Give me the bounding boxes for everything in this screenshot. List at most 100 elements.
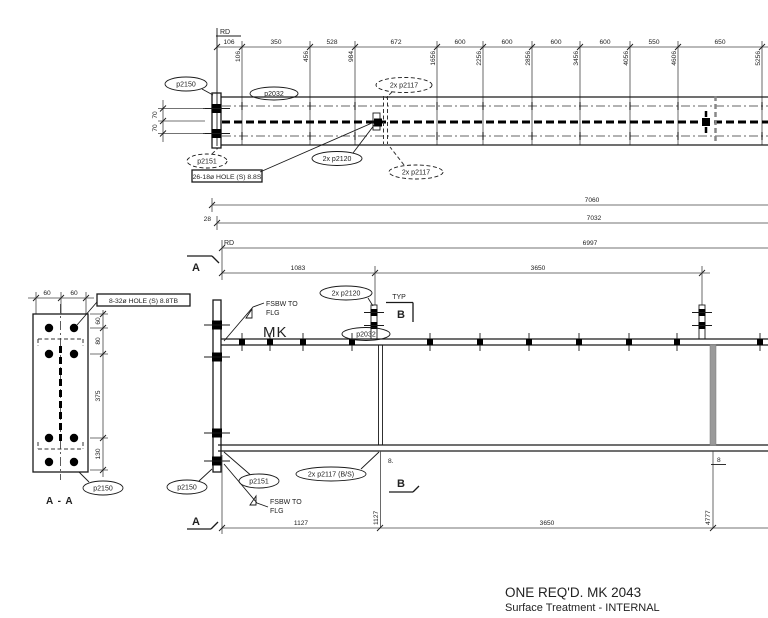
aa-dim-375: 375 [95,390,102,401]
plan-end-plate: 70 70 [152,92,230,149]
elev-stiffener-left [378,345,383,528]
aa-dim-80: 80 [95,337,102,345]
svg-text:FLG: FLG [270,508,284,515]
svg-text:A: A [192,262,200,274]
section-marker-b-bottom: B [389,478,420,493]
aa-hidden-beam [37,338,84,450]
aa-dim-60b: 60 [70,290,78,297]
elev-thickness-8-right: 8 [717,457,721,464]
elev-dim-7032: 7032 [587,215,602,222]
elev-cum-4777: 4777 [705,510,712,525]
aa-dim-60: 60 [95,317,102,325]
plan-seg-dim: 550 [648,39,659,46]
elev-dim-7060: 7060 [585,197,600,204]
aa-side-dims: 60 80 375 130 [90,310,108,477]
aa-dim-60a: 60 [43,290,51,297]
svg-text:8-32ø HOLE (S) 8.8TB: 8-32ø HOLE (S) 8.8TB [109,298,179,305]
elev-stiffener-right: 8 [709,344,726,528]
plan-seg-dim: 672 [390,39,401,46]
plan-dim-70b: 70 [152,124,159,132]
svg-text:p2151: p2151 [249,479,269,486]
elev-thickness-8-left: 8. [388,458,394,465]
weld-note-bottom: FSBW TO FLG [223,463,302,515]
section-marker-b-top: TYP B [386,294,414,322]
plan-cum-dim: 2256 [476,51,483,66]
label-hole-note-aa: 8-32ø HOLE (S) 8.8TB [76,293,191,326]
plan-seg-dim: 528 [326,39,337,46]
plan-cum-dim: 106 [235,51,242,62]
elev-flange-bolts [239,333,763,351]
plan-seg-dim: 600 [599,39,610,46]
plan-cum-dim: 3456 [573,51,580,66]
label-hole-note-plan: 26-18ø HOLE (S) 8.8S [191,122,373,183]
section-aa-view: 60 60 8-32ø HOLE (S) 8.8TB [28,290,191,507]
svg-text:2x p2120: 2x p2120 [323,156,352,163]
elev-dim-3650-top: 3650 [531,265,546,272]
label-p2150-plan: p2150 [164,76,214,96]
plan-cum-dim: 456 [303,51,310,62]
svg-text:B: B [397,309,405,321]
svg-text:2x p2117: 2x p2117 [402,170,430,177]
svg-text:p2032: p2032 [356,332,376,339]
label-p2150-aa: p2150 [78,471,124,496]
plan-dim-ticks [213,43,766,51]
label-p2150-elev: p2150 [166,468,213,495]
plan-cum-dim: 4606 [671,51,678,66]
label-2xp2117-top: 2x p2117 [375,77,433,99]
elev-bracket-left [364,304,384,340]
plan-beam [221,96,768,146]
aa-holes [44,323,79,467]
elev-dim-1083: 1083 [291,265,306,272]
plan-rd-label: RD [220,29,230,36]
plan-cum-dim: 984 [348,51,355,62]
elev-cum-1127: 1127 [373,510,380,525]
plan-seg-dim: 600 [454,39,465,46]
plan-seg-dim: 600 [501,39,512,46]
plan-cum-dim: 5256 [755,51,762,66]
svg-text:B: B [397,478,405,490]
svg-text:FSBW TO: FSBW TO [270,499,302,506]
elev-dim-28: 28 [204,216,212,223]
elev-dimensions: 7060 28 7032 RD 6997 1083 3650 [204,197,768,305]
elev-bottom-dims: 1127 3650 1127 4777 [218,455,768,534]
plan-cum-dim: 1656 [430,51,437,66]
svg-text:2x p2117: 2x p2117 [390,83,418,90]
section-marker-a-bottom: A [187,516,219,530]
plan-labels: p2150 p2032 p2151 2x p2117 2x p2120 [164,76,444,183]
aa-plate [32,313,89,473]
aa-dim-130: 130 [95,448,102,459]
svg-text:FSBW TO: FSBW TO [266,301,298,308]
label-p2032-elev: p2032 [341,327,391,341]
svg-text:26-18ø HOLE (S) 8.8S: 26-18ø HOLE (S) 8.8S [193,174,262,181]
elevation-view: 7060 28 7032 RD 6997 1083 3650 A [166,197,768,534]
label-p2032-plan: p2032 [249,86,299,101]
aa-top-dims: 60 60 [28,290,94,314]
plan-seg-dim: 650 [714,39,725,46]
label-2xp2117-bot: 2x p2117 [388,146,444,180]
label-p2151-elev: p2151 [223,451,280,489]
elev-mk-label: MK [263,324,288,341]
label-2xp2120-elev: 2x p2120 [319,285,374,307]
plan-seg-dim: 600 [550,39,561,46]
note-block: ONE REQ'D. MK 2043 Surface Treatment - I… [505,585,660,614]
elev-rd-label: RD [224,240,234,247]
plan-hole-ticks [241,102,763,140]
svg-text:A: A [192,516,200,528]
elev-dim-6997: 6997 [583,240,598,247]
elev-dim-3650-bot: 3650 [540,520,555,527]
typ-label: TYP [392,294,406,301]
elev-endplate-bolts [204,320,230,466]
plan-view: RD 106 3 [152,28,768,183]
aa-title: A - A [46,496,74,507]
svg-text:p2151: p2151 [197,159,217,166]
plan-seg-dim: 106 [223,39,234,46]
svg-text:p2150: p2150 [176,82,196,89]
svg-text:FLG: FLG [266,310,280,317]
label-2xp2120-plan: 2x p2120 [311,123,376,166]
weld-note-top: FSBW TO FLG [223,301,298,342]
plan-cum-dim: 2856 [525,51,532,66]
plan-stiffener-marks [372,96,717,144]
elev-girder: 8 [204,299,768,528]
